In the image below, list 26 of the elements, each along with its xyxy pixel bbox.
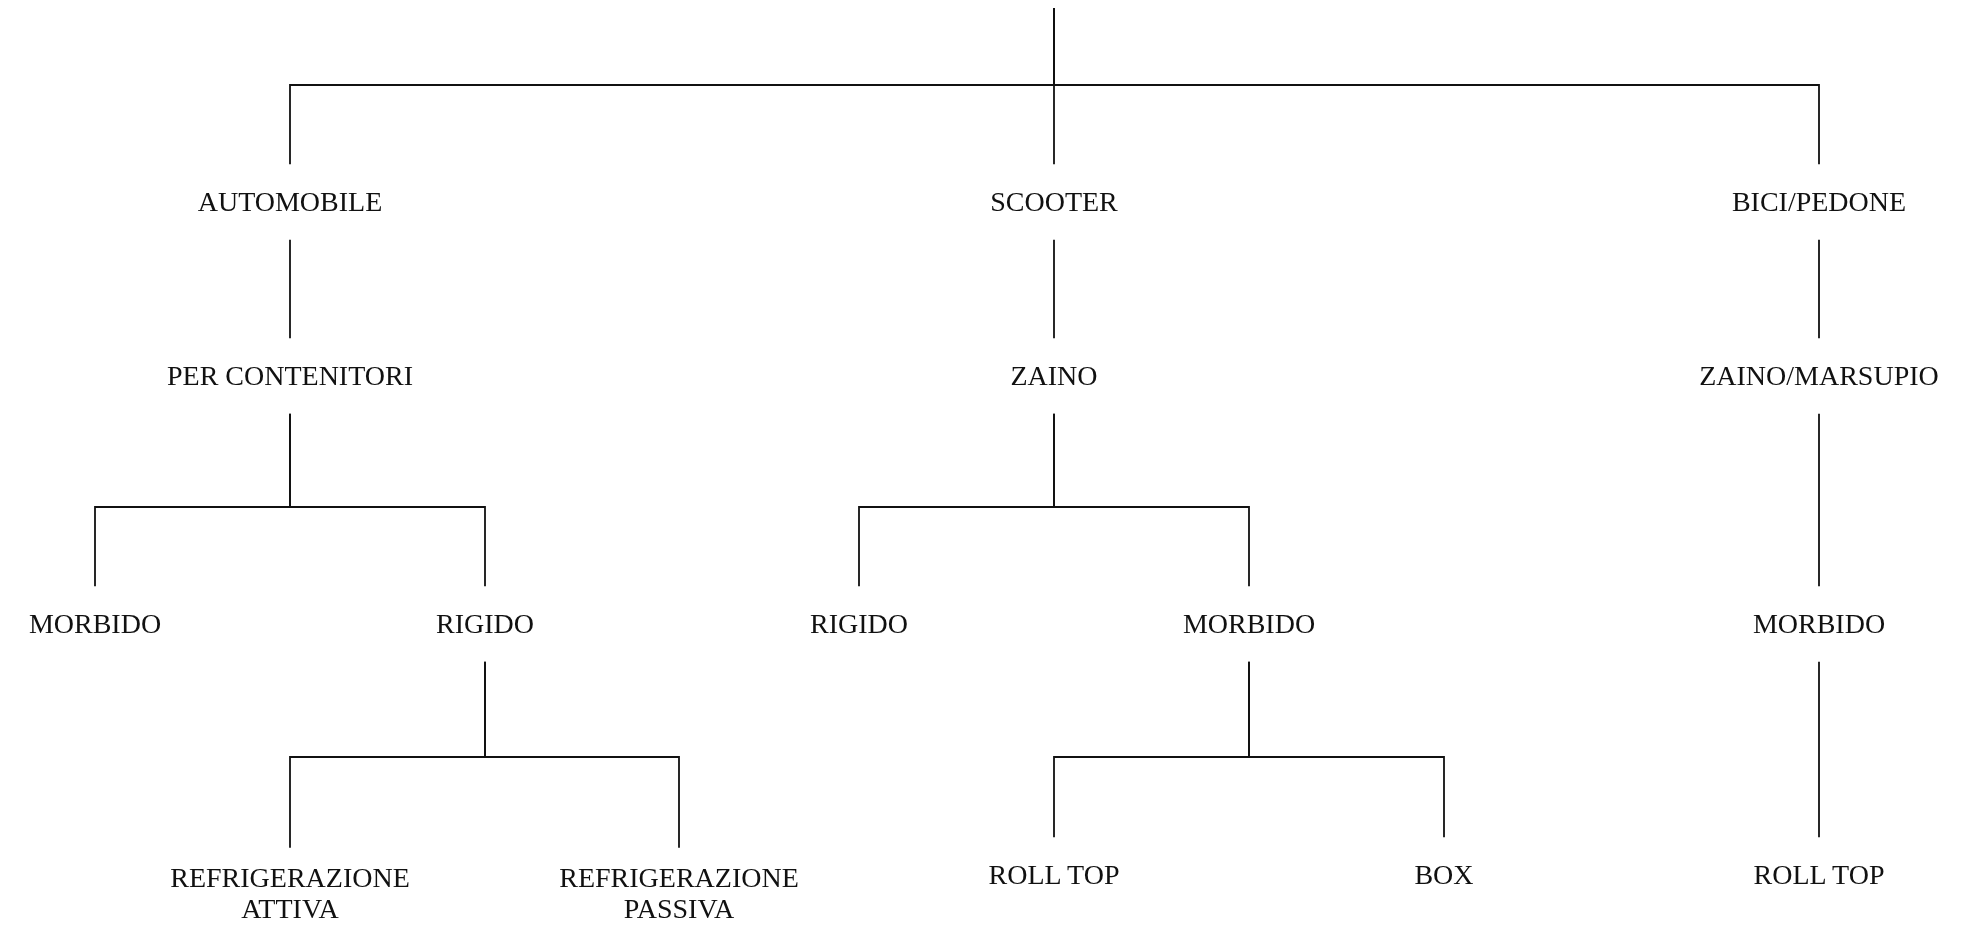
connector-line <box>1818 238 1820 340</box>
tree-node-label: ROLL TOP <box>984 837 1124 913</box>
tree-node-label: MORBIDO <box>24 586 166 662</box>
connector-line <box>1053 238 1055 340</box>
tree-node-label: RIGIDO <box>432 586 538 662</box>
connector-line <box>289 412 486 588</box>
tree-node-label: REFRIGERAZIONE PASSIVA <box>555 847 803 931</box>
tree-node-label: AUTOMOBILE <box>193 164 387 240</box>
tree-node-label: ZAINO <box>1006 338 1102 414</box>
tree-node-label: SCOOTER <box>986 164 1122 240</box>
tree-node-label: ZAINO/MARSUPIO <box>1695 338 1943 414</box>
tree-node-label: BOX <box>1410 837 1478 913</box>
connector-line <box>1248 660 1445 839</box>
tree-node-label: MORBIDO <box>1178 586 1320 662</box>
tree-node-label: ROLL TOP <box>1749 837 1889 913</box>
connector-line <box>1053 412 1250 588</box>
connector-line <box>1818 660 1820 839</box>
tree-node-label: MORBIDO <box>1748 586 1890 662</box>
connector-line <box>289 238 291 340</box>
connector-line <box>1818 412 1820 588</box>
tree-node-label: PER CONTENITORI <box>163 338 417 414</box>
connector-line <box>484 660 680 849</box>
tree-node-label: RIGIDO <box>806 586 912 662</box>
connector-line <box>1053 7 1820 166</box>
tree-node-label: BICI/PEDONE <box>1727 164 1911 240</box>
tree-node-label: REFRIGERAZIONE ATTIVA <box>166 847 414 931</box>
